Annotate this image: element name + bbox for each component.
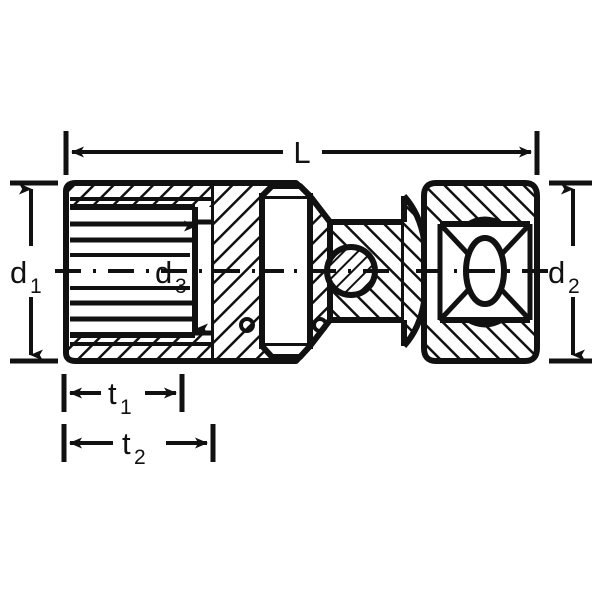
dimension-sub-d2: 2: [568, 275, 580, 298]
neck-hatch: [404, 196, 424, 346]
dimension-t1: t 1: [61, 374, 185, 419]
dimension-sub-t2: 2: [134, 446, 146, 469]
dimension-label-t2: t: [122, 426, 131, 461]
head-arc-bottom: [466, 317, 504, 328]
dimension-label-t1: t: [108, 376, 117, 411]
socket-12point-profile: [70, 204, 195, 338]
dimension-label-d3: d: [155, 255, 172, 290]
dimension-L: L: [63, 131, 540, 175]
dimension-d1: d 1: [10, 180, 58, 364]
detent-left: [239, 317, 255, 333]
dimension-label-d1: d: [10, 255, 27, 290]
dimension-sub-t1: 1: [120, 396, 132, 419]
detent-right: [312, 317, 328, 333]
dimension-label-L: L: [293, 135, 310, 170]
dimension-d2: d 2: [548, 180, 592, 364]
drive-head-outline: [421, 180, 540, 364]
dimension-sub-d3: 3: [175, 275, 187, 298]
head-arc-top: [466, 216, 504, 227]
dimension-label-d2: d: [548, 255, 565, 290]
joint-pin-chamfer-bottom: [259, 343, 313, 360]
dimension-t2: t 2: [61, 424, 216, 469]
joint-pin-chamfer-top: [259, 183, 313, 199]
dimension-sub-d1: 1: [30, 275, 42, 298]
dimension-d3: d 3: [155, 220, 208, 335]
socket-body: [63, 180, 217, 364]
